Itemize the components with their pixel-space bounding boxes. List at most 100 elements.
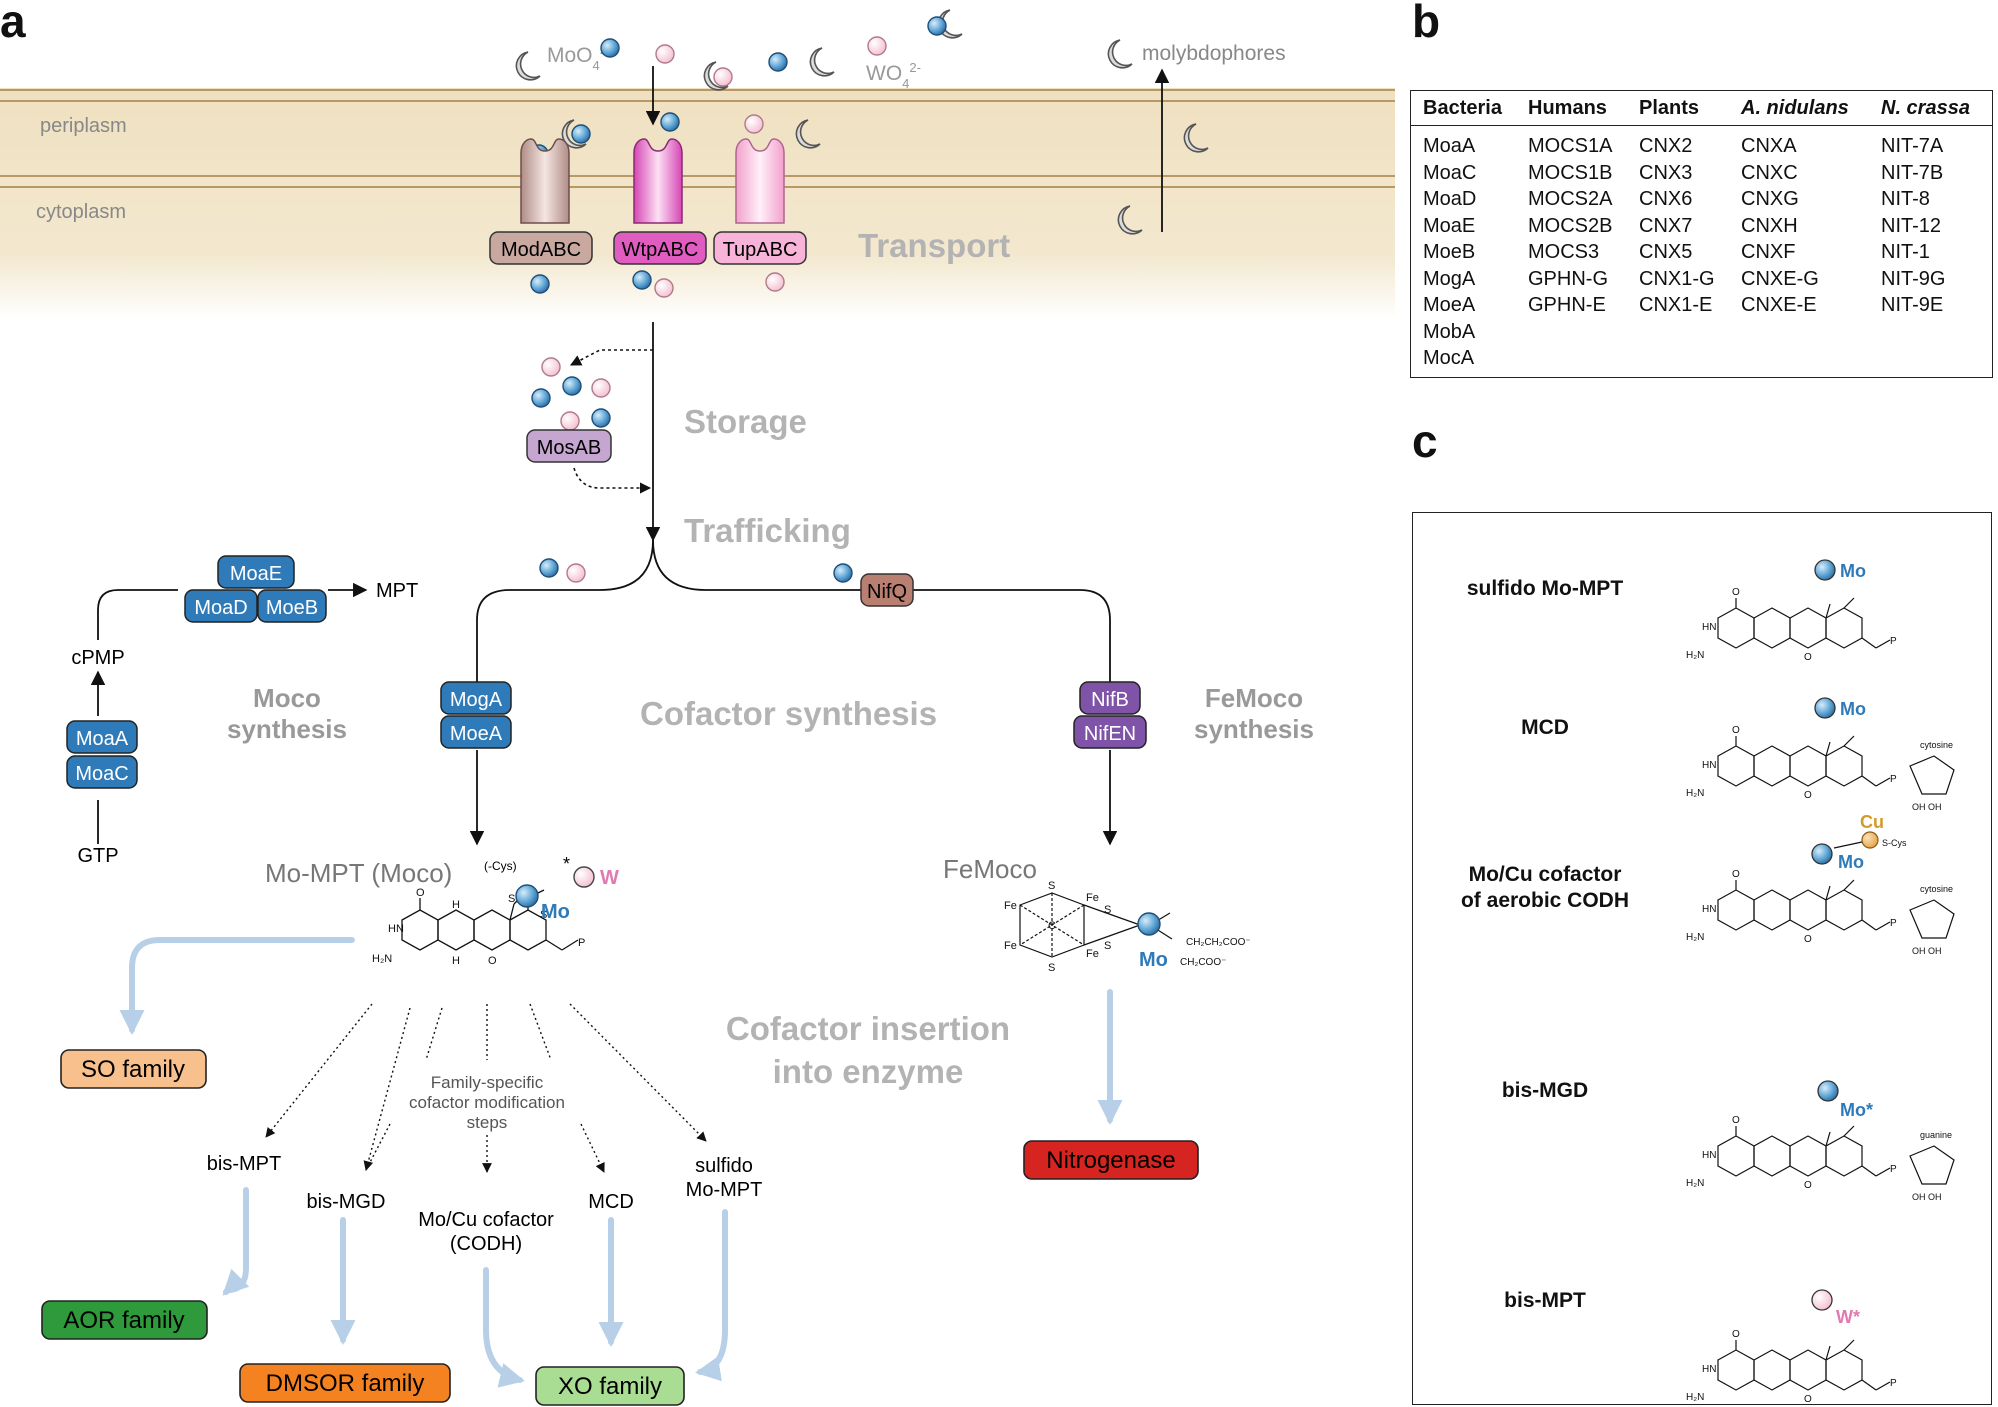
table-cell: MocA [1423, 347, 1475, 369]
sulfido-label-1: sulfido [695, 1155, 753, 1177]
tupabc-label: TupABC [723, 239, 798, 261]
moad-label: MoaD [194, 597, 247, 619]
femoco-fe-4: Fe [1086, 948, 1099, 960]
modification-text-3: steps [467, 1113, 508, 1132]
femoco-mo-ball [1137, 912, 1161, 936]
moco-atom-h2: H [452, 955, 460, 967]
bond [1843, 597, 1855, 609]
femoco-s-4: S [1104, 940, 1111, 952]
bond [1875, 1167, 1891, 1177]
moco-atom-o: O [416, 887, 425, 899]
nucleoside-label: cytosine [1920, 884, 1953, 894]
moco-synthesis-label-1: Moco [253, 683, 321, 713]
table-cell: CNXF [1741, 241, 1796, 263]
moco-atom-o2: O [488, 955, 497, 967]
bis-mpt-label: bis-MPT [207, 1153, 281, 1175]
atom-o: O [1804, 1180, 1812, 1191]
table-cell: MogA [1423, 267, 1476, 290]
cpmp-line [97, 589, 178, 640]
table-cell: GPHN-E [1528, 294, 1606, 316]
table-cell: CNXA [1741, 135, 1797, 157]
sulfido-label-2: Mo-MPT [686, 1179, 763, 1201]
crescent-icon [515, 51, 541, 81]
nucleoside-label: cytosine [1920, 740, 1953, 750]
moco-atom-p: P [578, 937, 585, 949]
modabc-transporter: ModABC [489, 138, 593, 265]
moco-atom-s: S [508, 893, 515, 905]
mpt-label: MPT [376, 580, 418, 602]
table-cell: CNXE-E [1741, 294, 1817, 316]
table-cell: GPHN-G [1528, 267, 1608, 290]
atom-p: P [1890, 1378, 1897, 1389]
stored-w-ions [541, 357, 611, 431]
atom-hn: HN [1702, 904, 1716, 915]
femoco-branch-line [652, 539, 1111, 690]
moaa-box [66, 720, 138, 754]
tupabc-box [713, 231, 807, 265]
table-cell: MOCS3 [1528, 241, 1600, 263]
xo-family-label: XO family [558, 1373, 662, 1400]
atom-o: O [1804, 934, 1812, 945]
moco-mo-ball [515, 884, 539, 908]
moae-label: MoaE [230, 563, 282, 585]
cu-bond [1833, 841, 1863, 849]
atom-o: O [1804, 652, 1812, 663]
metal-label: Mo [1838, 852, 1864, 872]
moco-atom-s2: S [540, 909, 547, 921]
sulfido-mompt-title: sulfido Mo-MPT [1466, 577, 1624, 600]
bond [1861, 1165, 1877, 1177]
bond [1861, 1379, 1877, 1391]
metal-ball [1811, 1289, 1833, 1311]
table-cell: CNX1-E [1639, 294, 1713, 316]
table-cell: MOCS2B [1528, 214, 1613, 237]
bond [1825, 603, 1831, 619]
moad-box [184, 589, 258, 623]
bond [1843, 1339, 1855, 1351]
bond [1875, 921, 1891, 931]
femoco-c: C [1048, 920, 1056, 932]
femoco-r2: CH₂COO⁻ [1180, 957, 1226, 968]
modabc-box [489, 231, 593, 265]
bond [1861, 775, 1877, 787]
bond [1843, 1125, 1855, 1137]
femoco-s-1: S [1048, 880, 1055, 892]
crescent-icon [809, 47, 835, 77]
wtpabc-transporter: WtpABC [613, 138, 707, 265]
atom-o: O [1732, 1115, 1740, 1126]
table-header-ncrassa: N. crassa [1881, 97, 1970, 119]
atom-hn: HN [1702, 760, 1716, 771]
modification-text-2: cofactor modification [409, 1093, 565, 1112]
nifb-box [1079, 681, 1141, 715]
aor-family-label: AOR family [63, 1307, 184, 1334]
moea-label: MoeA [450, 723, 503, 745]
crescent-icon [795, 119, 821, 149]
table-cell: CNXG [1741, 188, 1799, 210]
metal-ball [1817, 1080, 1839, 1102]
metal-ball [1814, 559, 1836, 581]
crescent-icon [1183, 123, 1209, 153]
table-cell: NIT-7A [1881, 135, 1944, 157]
table-cell: CNXC [1741, 161, 1798, 184]
atom-hn: HN [1702, 622, 1716, 633]
moco-cys: (-Cys) [484, 859, 517, 873]
femoco-s-2: S [1048, 962, 1055, 974]
table-cell: MOCS1B [1528, 161, 1613, 184]
storage-in-arrow [570, 349, 653, 366]
dmsor-family-box [239, 1363, 451, 1403]
bond [1861, 637, 1877, 649]
table-cell: NIT-7B [1881, 161, 1944, 184]
wtpabc-box [613, 231, 707, 265]
table-cell: CNX3 [1639, 161, 1693, 184]
atom-hn: HN [1702, 1364, 1716, 1375]
metal-label: Mo* [1840, 1100, 1873, 1120]
table-cell: CNX6 [1639, 188, 1693, 210]
moea-box [440, 715, 512, 749]
table-cell: CNX2 [1639, 135, 1693, 157]
xo-family-box [535, 1366, 685, 1406]
bond [1825, 1131, 1831, 1147]
femoco-fe-1: Fe [1004, 900, 1017, 912]
